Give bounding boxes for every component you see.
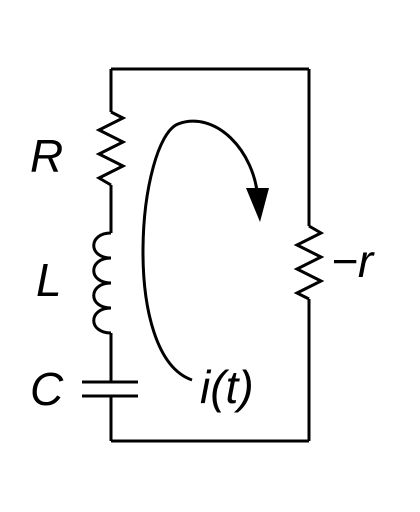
label-negative-resistor: −r — [331, 235, 375, 287]
resistor — [95, 110, 127, 187]
negative-resistor — [293, 224, 325, 301]
label-capacitor: C — [30, 363, 64, 415]
label-inductor: L — [36, 254, 62, 306]
label-current: i(t) — [200, 361, 254, 413]
current-loop-arrow — [141, 119, 260, 382]
arrowhead-icon — [246, 188, 269, 222]
inductor — [92, 231, 112, 335]
label-resistor: R — [30, 130, 63, 182]
